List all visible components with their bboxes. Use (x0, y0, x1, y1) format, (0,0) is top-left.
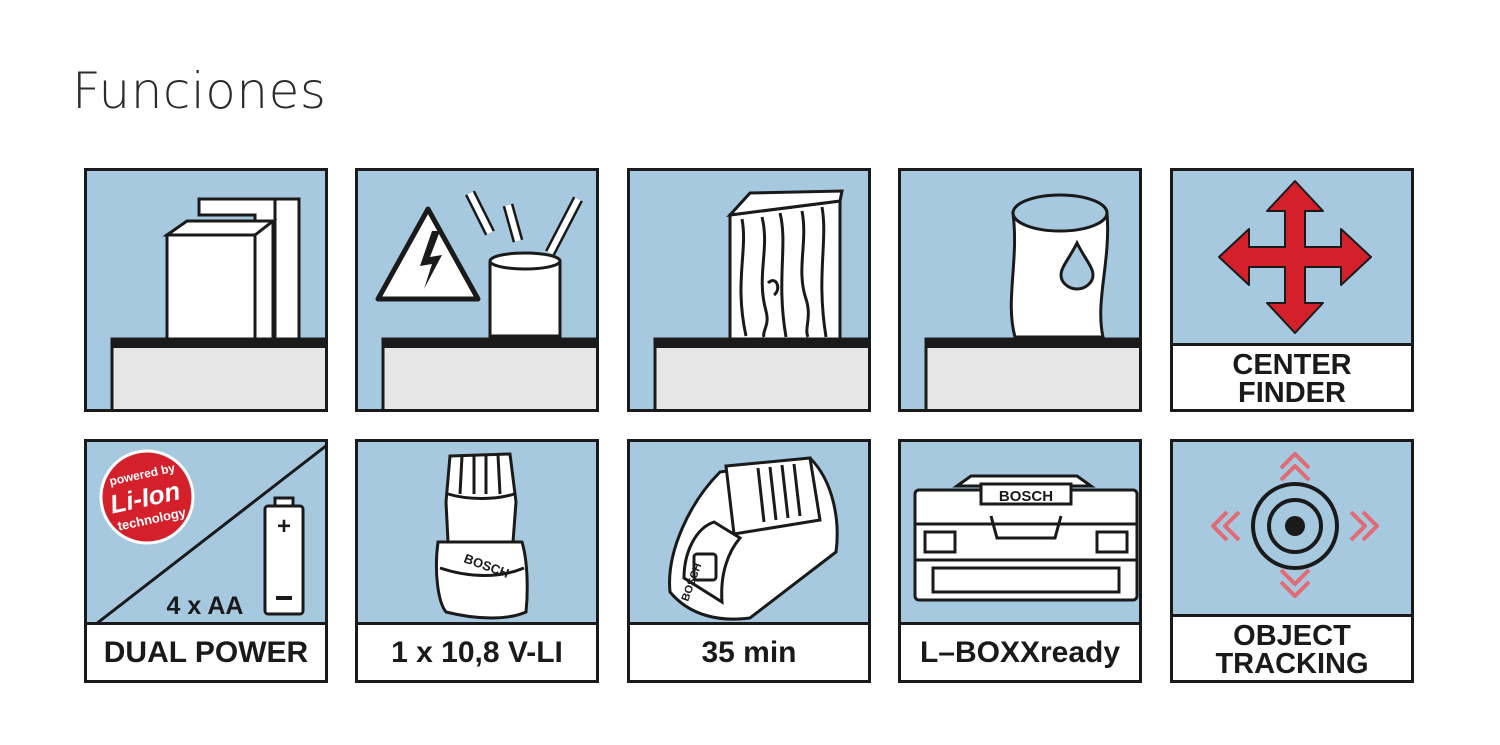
caption-line-2: TRACKING (1215, 648, 1369, 680)
tile-charger: BOSCH 35 min (627, 439, 871, 683)
caption-line-1: CENTER (1232, 349, 1352, 381)
tile-object-tracking: OBJECT TRACKING (1170, 439, 1414, 683)
dual-power-icon: powered by Li-Ion technology + 4 x AA (87, 444, 325, 633)
case-brand-label: BOSCH (999, 488, 1053, 505)
tile-battery-pack: BOSCH 1 x 10,8 V-LI (355, 439, 599, 683)
tile-wood (627, 168, 871, 412)
page-title: Funciones (72, 62, 327, 120)
caption-center-finder: CENTER FINDER (1173, 343, 1411, 409)
li-ion-badge: powered by Li-Ion technology (99, 449, 195, 545)
tile-dual-power: powered by Li-Ion technology + 4 x AA DU… (84, 439, 328, 683)
red-cross-arrows-icon (1218, 180, 1372, 334)
charger-icon: BOSCH (668, 456, 839, 621)
tile-live-wire (355, 168, 599, 412)
aa-battery-icon: + (263, 496, 305, 616)
tile-water-pipe (898, 168, 1142, 412)
wood-stud-icon (110, 197, 325, 409)
caption-line-2: FINDER (1238, 377, 1346, 409)
case-icon: BOSCH (913, 474, 1139, 602)
caption-dual-power: DUAL POWER (87, 622, 325, 680)
electric-hazard-icon (375, 190, 596, 409)
tile-center-finder: CENTER FINDER (1170, 168, 1414, 412)
tile-lboxx: BOSCH L–BOXXready (898, 439, 1142, 683)
battery-label: 4 x AA (167, 592, 244, 620)
battery-pack-icon: BOSCH (434, 452, 529, 620)
water-pipe-icon (924, 193, 1139, 409)
target-icon (1211, 452, 1379, 598)
wood-beam-icon (653, 189, 868, 409)
caption-object-tracking: OBJECT TRACKING (1173, 614, 1411, 680)
tile-studs (84, 168, 328, 412)
caption-battery-pack: 1 x 10,8 V-LI (358, 622, 596, 680)
caption-charger: 35 min (630, 622, 868, 680)
caption-line-1: OBJECT (1233, 620, 1351, 652)
caption-lboxx: L–BOXXready (901, 622, 1139, 680)
svg-text:+: + (277, 513, 291, 540)
